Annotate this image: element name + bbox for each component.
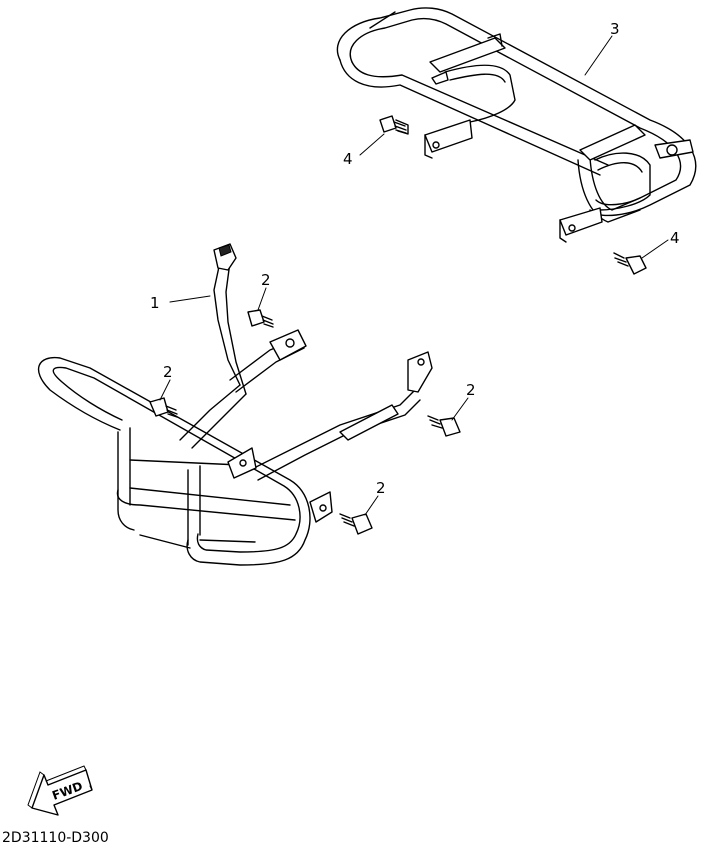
callout-4-a: 4 (343, 150, 353, 168)
leader-lines (159, 35, 669, 516)
callout-2-b: 2 (163, 363, 173, 381)
diagram-code: 2D31110-D300 (2, 830, 109, 846)
bolt-d[interactable] (339, 513, 373, 535)
callout-3: 3 (610, 20, 620, 38)
rear-bolt-b[interactable] (613, 252, 647, 275)
fwd-arrow-icon: FWD (27, 765, 93, 816)
callout-2-d: 2 (376, 479, 386, 497)
callout-2-c: 2 (466, 381, 476, 399)
rear-guard[interactable] (336, 7, 697, 243)
rear-bolt-a[interactable] (379, 115, 409, 135)
callout-4-b: 4 (670, 229, 680, 247)
callout-2-a: 2 (261, 271, 271, 289)
bolt-c[interactable] (427, 415, 461, 437)
front-guard[interactable] (37, 243, 433, 566)
callout-1: 1 (150, 294, 160, 312)
bolt-a[interactable] (247, 309, 274, 328)
bolt-b[interactable] (149, 397, 178, 418)
